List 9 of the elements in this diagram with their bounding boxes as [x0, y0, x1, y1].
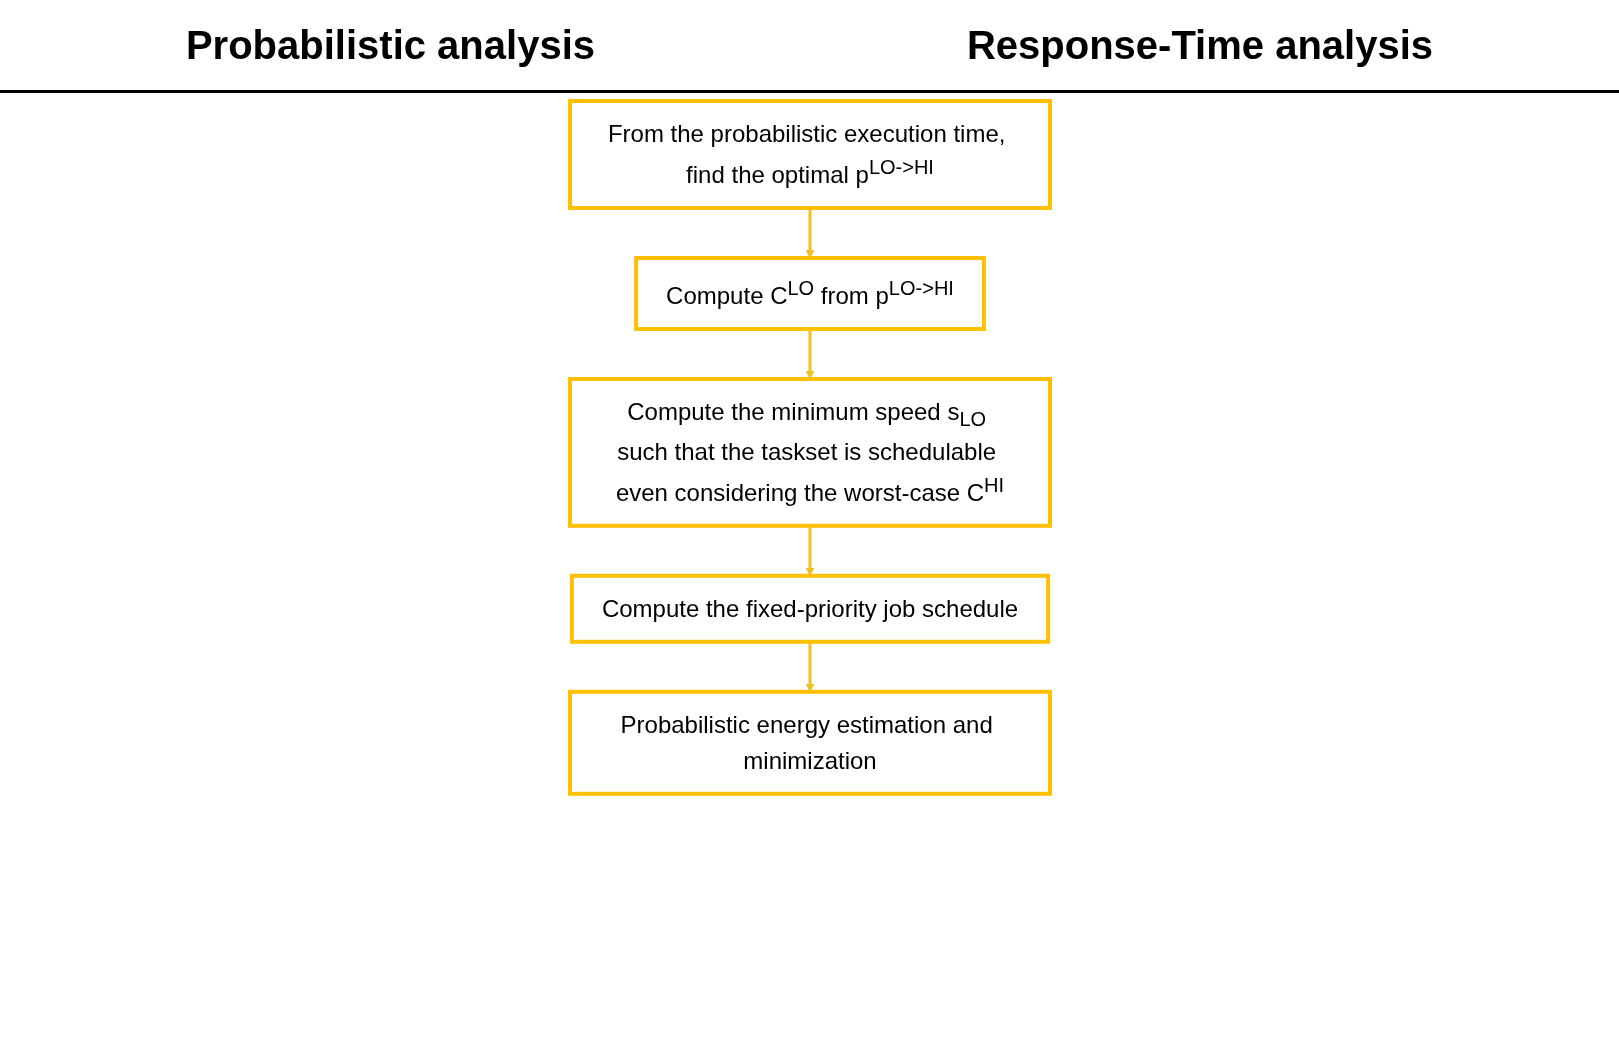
- column-heading: Response-Time analysis: [966, 22, 1434, 68]
- node-box: Probabilistic energy estimation and minimization: [567, 689, 1052, 796]
- node-box: Compute C$^{LO}$ from p$^{LO->HI}$: [633, 256, 986, 331]
- node-box: From the probabilistic execution time, find the optimal p$^{LO->HI}$: [567, 99, 1052, 210]
- arrow: [805, 329, 814, 380]
- node-box: Compute the minimum speed s$_{LO}$ such that the taskset is schedulable even considering the worst-case C$^{HI}$: [567, 377, 1052, 528]
- column-heading: Probabilistic analysis: [185, 22, 595, 68]
- node-box: Compute the fixed-priority job schedule: [569, 573, 1050, 644]
- arrow: [805, 208, 814, 259]
